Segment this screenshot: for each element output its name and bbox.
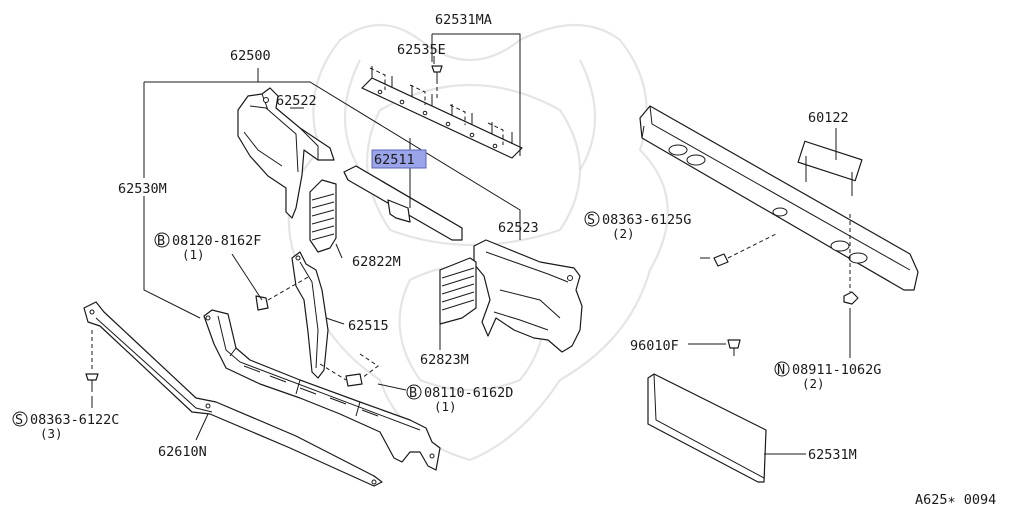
label-62823M[interactable]: 62823M	[420, 352, 469, 368]
part-62610N-lower-lip[interactable]	[83, 301, 383, 487]
qty-08363-6125G: (2)	[612, 226, 635, 241]
part-62531MA-seal-strip[interactable]	[361, 66, 523, 159]
callout-08363-6125G[interactable]: S 08363-6125G (2)	[584, 211, 691, 241]
label-08363-6122C: 08363-6122C	[30, 412, 119, 428]
part-62531M-lower-plate[interactable]	[647, 373, 767, 483]
label-62530M[interactable]: 62530M	[118, 181, 167, 197]
part-62522-upper-bracket-left[interactable]	[237, 87, 335, 219]
qty-08911-1062G: (2)	[802, 376, 825, 391]
qty-08120-8162F: (1)	[182, 247, 205, 262]
selected-part-highlight	[371, 149, 427, 169]
screw-prefix-S: S	[587, 212, 595, 228]
label-62522[interactable]: 62522	[276, 93, 317, 109]
label-62515[interactable]: 62515	[348, 318, 389, 334]
label-96010F[interactable]: 96010F	[630, 338, 679, 354]
label-62511[interactable]: 62511	[374, 152, 415, 168]
label-08110-6162D: 08110-6162D	[424, 385, 513, 401]
screw-prefix-S-2: S	[15, 412, 23, 428]
part-62823M-air-guide-right[interactable]	[439, 257, 477, 325]
label-08363-6125G: 08363-6125G	[602, 212, 691, 228]
callout-08120-8162F[interactable]: B 08120-8162F (1)	[154, 232, 261, 262]
bolt-08120-8162F-symbol[interactable]	[255, 275, 311, 311]
label-62535E[interactable]: 62535E	[397, 42, 446, 58]
bolt-08110-6162D-symbol[interactable]	[319, 353, 379, 387]
label-62822M[interactable]: 62822M	[352, 254, 401, 270]
label-62523[interactable]: 62523	[498, 220, 539, 236]
bolt-prefix-B-2: B	[409, 385, 417, 401]
nut-08911-1062G-symbol[interactable]	[843, 214, 859, 305]
qty-08110-6162D: (1)	[434, 399, 457, 414]
part-62511-upper-support[interactable]	[343, 165, 463, 241]
nut-prefix-N: N	[777, 362, 785, 378]
part-62822M-air-guide-left[interactable]	[309, 179, 337, 253]
callout-08911-1062G[interactable]: N 08911-1062G (2)	[774, 361, 881, 391]
callout-08363-6122C[interactable]: S 08363-6122C (3)	[12, 411, 119, 441]
clip-96010F-symbol[interactable]	[727, 339, 741, 356]
screw-08363-6125G-symbol[interactable]	[713, 233, 777, 267]
label-62531MA[interactable]: 62531MA	[435, 12, 492, 28]
part-labels: 62531MA 62535E 62500 62522 62530M 62511 …	[12, 12, 996, 508]
label-08911-1062G: 08911-1062G	[792, 362, 881, 378]
diagram-code: A625∗ 0094	[915, 492, 996, 508]
callout-08110-6162D[interactable]: B 08110-6162D (1)	[406, 384, 513, 414]
leader-lines	[91, 33, 851, 455]
screw-08363-6122C-symbol[interactable]	[85, 330, 99, 392]
label-62531M[interactable]: 62531M	[808, 447, 857, 463]
part-60122-bumper-reinforcement[interactable]	[639, 105, 919, 291]
label-60122[interactable]: 60122	[808, 110, 849, 126]
part-62535E-clip[interactable]	[431, 65, 443, 98]
bolt-prefix-B: B	[157, 233, 165, 249]
label-62610N[interactable]: 62610N	[158, 444, 207, 460]
label-62500[interactable]: 62500	[230, 48, 271, 64]
part-62515-center-stay[interactable]	[291, 251, 329, 379]
label-08120-8162F: 08120-8162F	[172, 233, 261, 249]
qty-08363-6122C: (3)	[40, 426, 63, 441]
part-62530M-lower-core-support[interactable]	[203, 309, 441, 471]
part-62523-upper-bracket-right[interactable]	[473, 239, 583, 353]
